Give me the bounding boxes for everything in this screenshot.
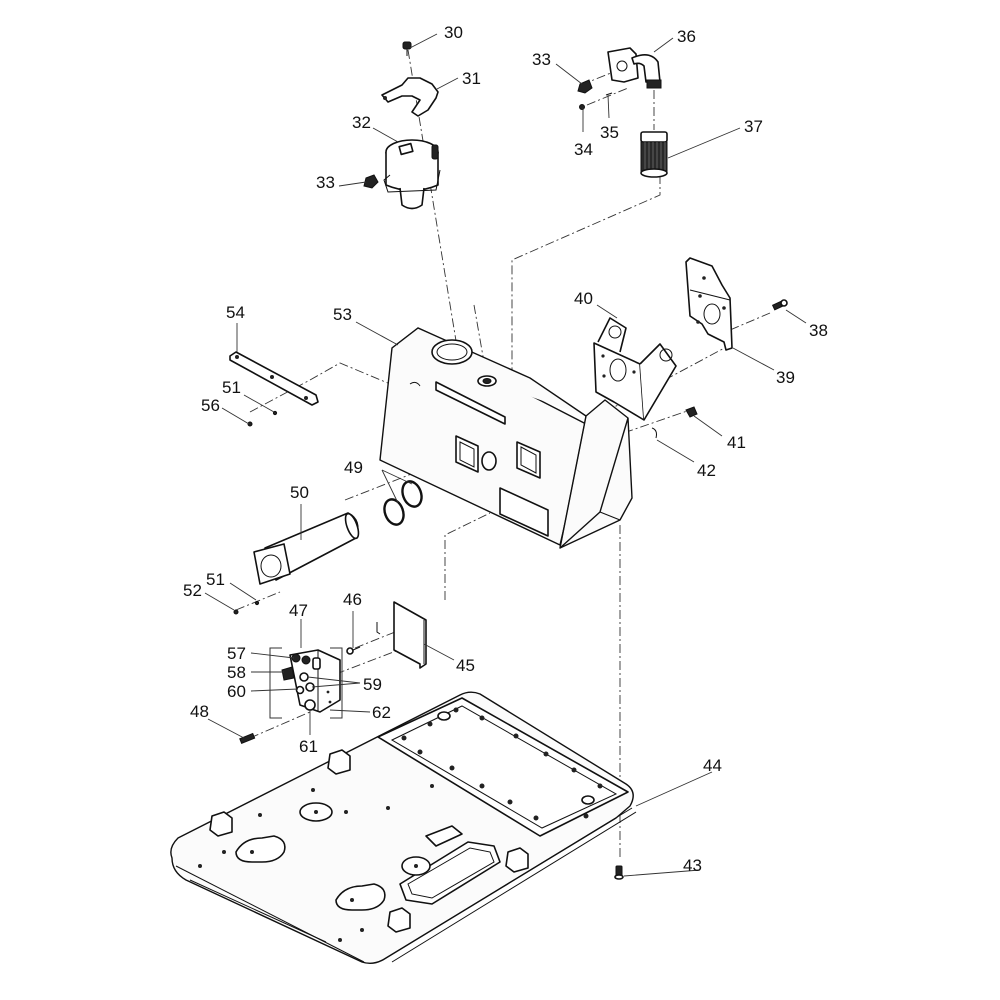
part-46-screw[interactable] <box>346 646 361 655</box>
callout-30: 30 <box>444 23 463 42</box>
callout-38: 38 <box>809 321 828 340</box>
part-53-hydraulic-tank[interactable] <box>379 327 633 549</box>
callout-37: 37 <box>744 117 763 136</box>
part-42-seal-ring[interactable] <box>651 427 657 439</box>
callout-41: 41 <box>727 433 746 452</box>
part-52-screw[interactable] <box>233 609 239 615</box>
callout-33-left: 33 <box>316 173 335 192</box>
part-56-screw[interactable] <box>247 421 253 427</box>
callout-62: 62 <box>372 703 391 722</box>
callout-labels: 30 31 32 33 33 34 35 36 37 38 39 40 41 4… <box>183 23 828 875</box>
part-32-filler-breather[interactable] <box>383 139 441 210</box>
callout-56: 56 <box>201 396 220 415</box>
part-33-clamp-left[interactable] <box>363 174 379 189</box>
part-44-base-plate[interactable] <box>170 691 637 965</box>
callout-59: 59 <box>363 675 382 694</box>
part-45-cover-plate[interactable] <box>376 601 427 669</box>
callout-35: 35 <box>600 123 619 142</box>
part-38-bolt[interactable] <box>771 299 788 311</box>
part-50-return-filter-tube[interactable] <box>253 512 361 585</box>
callout-51-upper: 51 <box>222 378 241 397</box>
callout-49: 49 <box>344 458 363 477</box>
part-31-bracket[interactable] <box>381 77 439 117</box>
callout-33-right: 33 <box>532 50 551 69</box>
callout-51-lower: 51 <box>206 570 225 589</box>
part-39-mounting-plate[interactable] <box>685 257 733 351</box>
part-41-plug[interactable] <box>685 406 698 418</box>
part-36-elbow-flange[interactable] <box>607 47 662 89</box>
part-37-suction-strainer[interactable] <box>640 131 668 178</box>
part-51-washer-upper[interactable] <box>272 410 278 416</box>
part-48-bolt[interactable] <box>239 732 256 745</box>
callout-58: 58 <box>227 663 246 682</box>
callout-31: 31 <box>462 69 481 88</box>
part-43-drain-plug[interactable] <box>614 865 624 880</box>
callout-47: 47 <box>289 601 308 620</box>
part-34-nut[interactable] <box>579 104 585 110</box>
callout-42: 42 <box>697 461 716 480</box>
callout-52: 52 <box>183 581 202 600</box>
callout-54: 54 <box>226 303 245 322</box>
callout-45: 45 <box>456 656 475 675</box>
part-49-o-rings[interactable] <box>381 479 425 528</box>
part-51-washer-lower[interactable] <box>254 600 260 606</box>
callout-39: 39 <box>776 368 795 387</box>
callout-48: 48 <box>190 702 209 721</box>
part-35-bolt[interactable] <box>605 92 613 96</box>
callout-34: 34 <box>574 140 593 159</box>
callout-60: 60 <box>227 682 246 701</box>
callout-61: 61 <box>299 737 318 756</box>
callout-57: 57 <box>227 644 246 663</box>
part-54-strap[interactable] <box>229 351 319 406</box>
base-plate-pads <box>209 749 529 933</box>
part-47-valve-block[interactable] <box>269 647 343 719</box>
callout-32: 32 <box>352 113 371 132</box>
part-40-mounting-bracket[interactable] <box>593 317 677 421</box>
callout-50: 50 <box>290 483 309 502</box>
part-33-clamp-right[interactable] <box>577 79 593 94</box>
callout-46: 46 <box>343 590 362 609</box>
callout-44: 44 <box>703 756 722 775</box>
part-30-screw[interactable] <box>402 41 412 56</box>
callout-53: 53 <box>333 305 352 324</box>
callout-43: 43 <box>683 856 702 875</box>
leader-lines <box>204 33 807 877</box>
callout-36: 36 <box>677 27 696 46</box>
callout-40: 40 <box>574 289 593 308</box>
